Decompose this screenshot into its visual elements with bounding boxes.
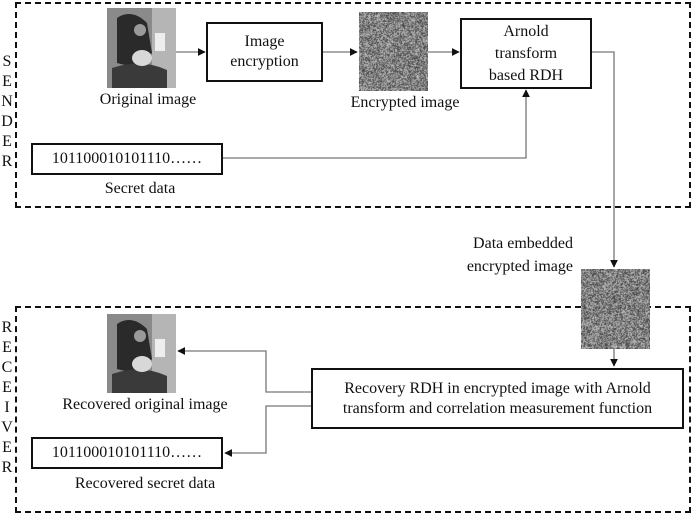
receiver-letter: C [1,359,13,376]
original-image-thumbnail [107,8,176,88]
sender-letter: E [2,133,12,150]
encrypted-image-noise [359,12,428,91]
image-encryption-box: Image encryption [206,22,323,82]
sender-letter: D [1,113,13,130]
sender-letter: R [1,153,13,170]
recovered-secret-value: 101100010101110…… [51,444,203,461]
receiver-letter: E [2,439,12,456]
sender-letter: E [2,73,12,90]
arnold-rdh-box: Arnold transform based RDH [460,18,592,89]
embedded-caption-line1: Data embedded [473,235,573,252]
arnold-line3: based RDH [488,66,564,84]
recovered-secret-box: 101100010101110…… [31,437,223,469]
receiver-letter: I [4,399,10,416]
arnold-line1: Arnold [503,22,549,40]
arrow-recovery-to-recovered-secret [224,405,311,457]
arrow-recovery-to-recovered-image [177,347,311,393]
arrow-secret-to-arnold [222,89,530,159]
receiver-panel [15,306,691,513]
sender-panel [15,2,691,208]
receiver-letter: E [2,379,12,396]
recovery-line1: Recovery RDH in encrypted image with Arn… [344,379,651,397]
secret-data-value: 101100010101110…… [51,150,203,167]
secret-data-box: 101100010101110…… [31,143,223,175]
recovery-rdh-box: Recovery RDH in encrypted image with Arn… [311,368,684,429]
recovery-line2: transform and correlation measurement fu… [342,399,653,417]
arrow-arnold-to-embedded [591,51,618,268]
receiver-letter: R [1,319,13,336]
embedded-image-noise [581,269,650,349]
image-encryption-line1: Image [244,33,285,50]
receiver-letter: E [2,339,12,356]
image-encryption-line2: encryption [230,53,299,70]
arnold-line2: transform [494,44,558,62]
recovered-image-caption: Recovered original image [62,396,228,413]
secret-data-caption: Secret data [104,180,176,197]
receiver-vertical-label: R E C E I V E R [0,318,14,478]
original-image-caption: Original image [99,91,197,108]
receiver-letter: R [1,459,13,476]
recovered-secret-caption: Recovered secret data [74,475,216,492]
sender-vertical-label: S E N D E R [0,52,14,172]
sender-letter: N [1,93,13,110]
sender-letter: S [2,53,12,70]
recovered-image-thumbnail [107,314,176,393]
encrypted-image-caption: Encrypted image [350,94,460,111]
embedded-caption-line2: encrypted image [466,258,573,275]
receiver-letter: V [1,419,13,436]
